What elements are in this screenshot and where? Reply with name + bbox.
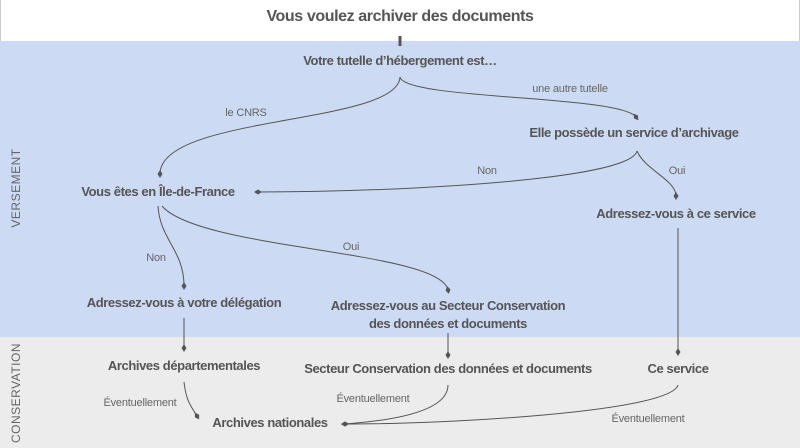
edge-label-eventuellement-2: Éventuellement: [336, 393, 410, 405]
edge-label-cnrs: le CNRS: [225, 107, 267, 119]
node-secteur-line2: des données et documents: [368, 316, 527, 331]
edge-event-3: [341, 384, 679, 427]
node-delegation: Adressez-vous à votre délégation: [86, 295, 282, 310]
header-band: [0, 0, 800, 41]
node-secteur-line1: Adressez-vous au Secteur Conservation: [330, 298, 566, 313]
edge-event-2: [341, 384, 449, 427]
edge-label-eventuellement-3: Éventuellement: [611, 413, 685, 425]
edge-oui-2: [161, 205, 451, 294]
diagram-title: Vous voulez archiver des documents: [266, 8, 534, 25]
node-archives-nationales: Archives nationales: [212, 415, 328, 430]
edge-label-autre-tutelle: une autre tutelle: [532, 83, 608, 95]
node-service-archivage: Elle possède un service d’archivage: [529, 125, 739, 140]
conservation-lane: [0, 337, 800, 448]
node-tutelle: Votre tutelle d’hébergement est…: [303, 53, 497, 68]
edge-label-non-1: Non: [477, 165, 497, 177]
node-ile-de-france: Vous êtes en Île-de-France: [81, 184, 235, 199]
edge-autre-tutelle: [399, 76, 639, 121]
node-secteur: Adressez-vous au Secteur Conservation de…: [330, 297, 566, 333]
node-adressez-service: Adressez-vous à ce service: [596, 206, 756, 221]
edge-non-1: [254, 150, 638, 195]
edge-non-2: [157, 205, 187, 290]
edge-label-oui-2: Oui: [342, 241, 360, 253]
edge-cnrs: [157, 76, 401, 178]
edge-label-non-2: Non: [146, 252, 166, 264]
edge-label-oui-1: Oui: [668, 165, 686, 177]
node-secteur-conservation: Secteur Conservation des données et docu…: [304, 361, 592, 376]
node-ce-service: Ce service: [647, 361, 709, 376]
edge-event-1: [183, 381, 200, 420]
node-archives-departementales: Archives départementales: [107, 358, 261, 373]
edge-oui-1: [636, 150, 679, 200]
edge-label-eventuellement-1: Éventuellement: [103, 397, 177, 409]
